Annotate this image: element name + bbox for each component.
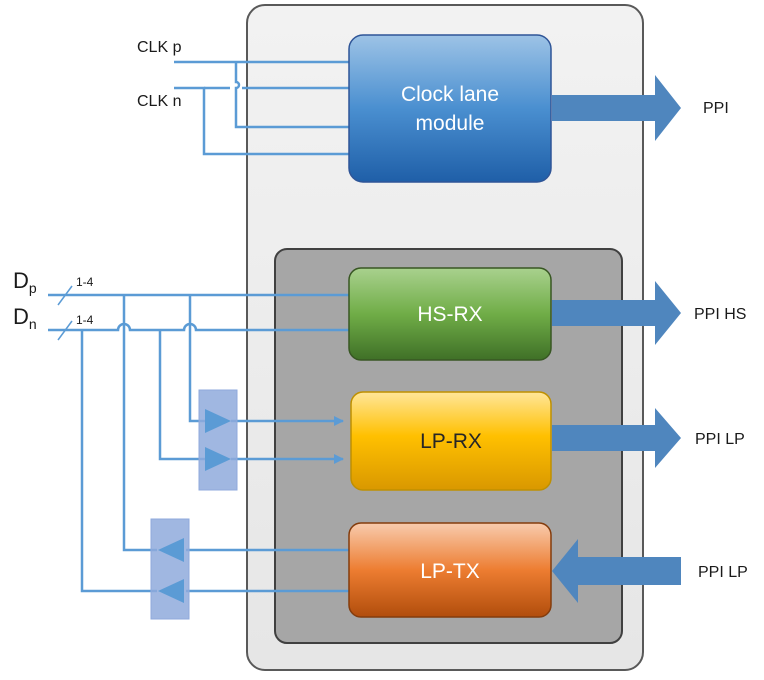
ppi-hs-arrow-icon	[552, 281, 681, 345]
triangle-buffer-icon	[205, 409, 231, 433]
lp-tx-module	[348, 522, 552, 618]
ppi-lp-out-arrow-icon	[552, 408, 681, 468]
clk-n-label: CLK n	[137, 93, 181, 110]
clk-p-label: CLK p	[137, 39, 182, 56]
bus-slash-icon	[57, 320, 73, 341]
ppi-lp-in-arrow-icon	[552, 539, 681, 603]
lp-tx-buffer-group	[150, 518, 190, 620]
triangle-buffer-icon	[205, 447, 231, 471]
clock-wires	[174, 60, 349, 156]
hs-rx-module	[348, 267, 552, 361]
ppi-lp-in-label: PPI LP	[698, 564, 748, 581]
bus-width-p-label: 1-4	[76, 275, 94, 289]
bus-slash-icon	[57, 285, 73, 306]
clock-lane-label-line2: module	[416, 112, 485, 135]
ppi-label: PPI	[703, 100, 729, 117]
ppi-lp-out-label: PPI LP	[695, 431, 745, 448]
clock-lane-label-line1: Clock lane	[401, 83, 499, 106]
bus-width-n-label: 1-4	[76, 313, 94, 327]
lp-tx-label: LP-TX	[420, 560, 480, 583]
ppi-clock-arrow-icon	[552, 75, 681, 141]
dn-label: Dn	[13, 304, 37, 332]
dp-label: Dp	[13, 268, 37, 296]
lp-rx-label: LP-RX	[420, 430, 482, 453]
triangle-buffer-icon	[158, 538, 184, 562]
hs-rx-label: HS-RX	[417, 303, 482, 326]
ppi-hs-label: PPI HS	[694, 306, 746, 323]
triangle-buffer-icon	[158, 579, 184, 603]
lp-rx-module	[350, 391, 552, 491]
clock-lane-module	[348, 34, 552, 183]
lp-rx-buffer-group	[198, 389, 238, 491]
